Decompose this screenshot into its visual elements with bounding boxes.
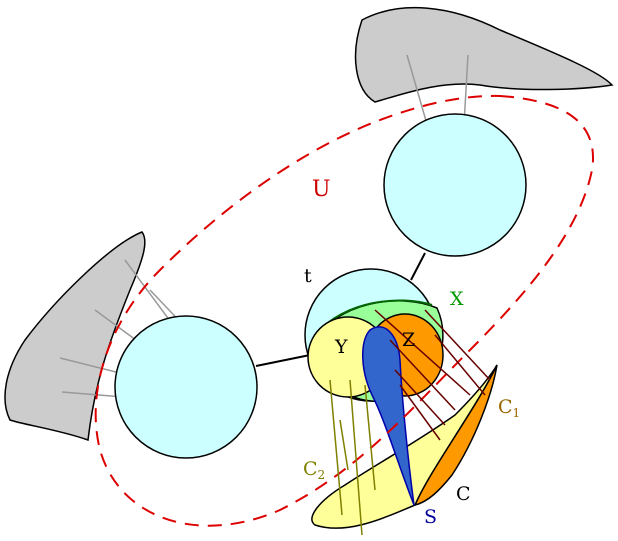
label-t: t bbox=[304, 265, 312, 287]
label-c2: C2 bbox=[303, 458, 325, 482]
grey-region-top-right bbox=[354, 6, 614, 103]
label-c2-main: C bbox=[303, 458, 318, 480]
node-circle-left bbox=[114, 315, 258, 459]
label-c1-main: C bbox=[498, 396, 513, 418]
grey-hatch-lines bbox=[59, 54, 469, 399]
label-u: U bbox=[312, 177, 331, 202]
label-s: S bbox=[424, 506, 437, 528]
label-c2-sub: 2 bbox=[318, 468, 326, 482]
node-circle-top bbox=[383, 113, 527, 257]
olive-hatch-lines bbox=[329, 379, 376, 536]
label-z: Z bbox=[402, 329, 415, 351]
label-x: X bbox=[450, 288, 464, 310]
label-y: Y bbox=[334, 336, 348, 358]
node-edges bbox=[255, 252, 426, 367]
label-c: C bbox=[456, 483, 471, 505]
dark-red-hatch-lines bbox=[374, 309, 491, 441]
blue-region-s bbox=[362, 326, 415, 506]
label-c1: C1 bbox=[498, 396, 520, 420]
dashed-boundary-u bbox=[94, 94, 595, 527]
grey-region-left bbox=[4, 231, 146, 442]
label-c1-sub: 1 bbox=[513, 406, 521, 420]
